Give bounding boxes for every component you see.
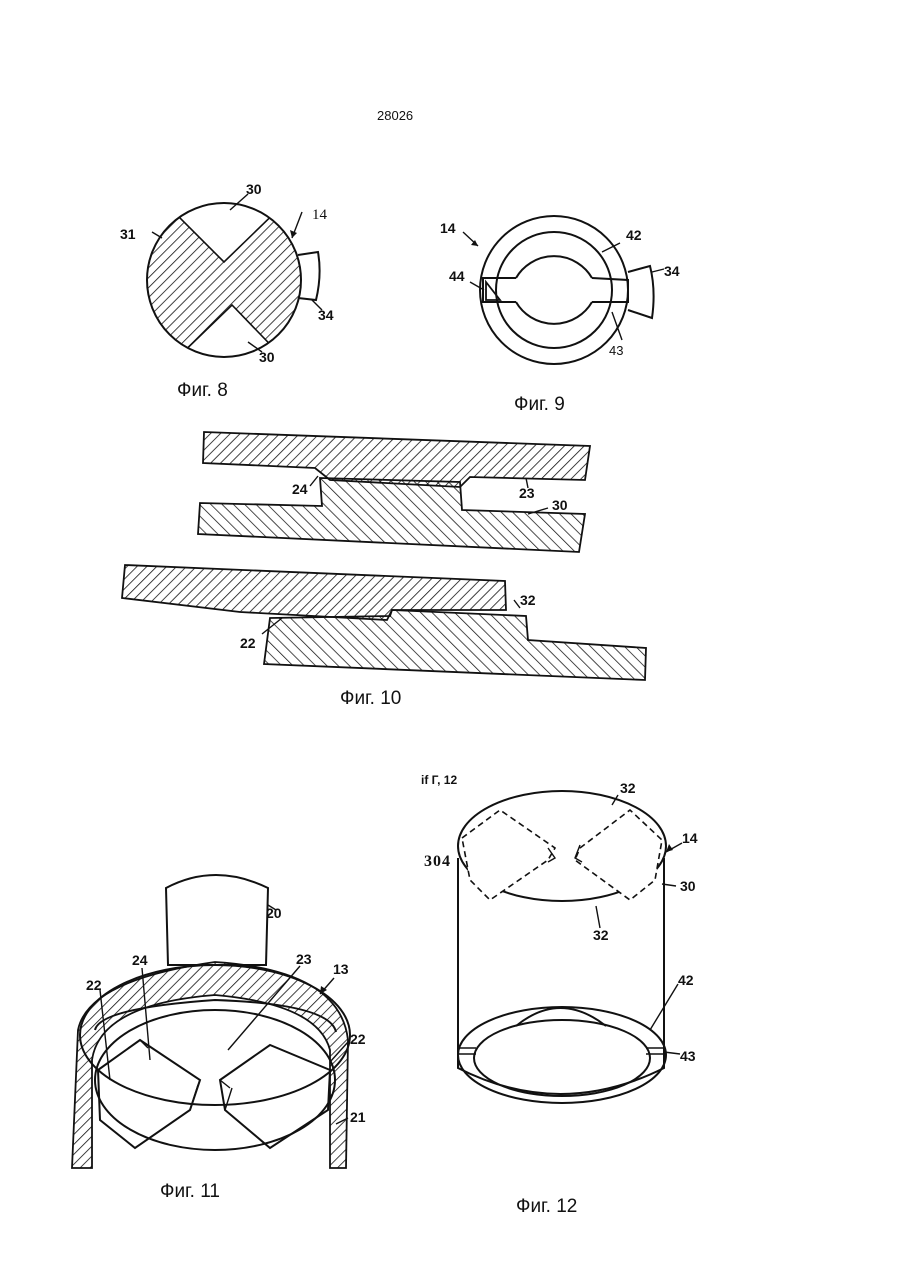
fig9-label-34: 34 <box>664 263 680 279</box>
fig11-label-20: 20 <box>266 905 282 921</box>
fig11-label-23: 23 <box>296 951 312 967</box>
fig11-insert-right <box>220 1045 330 1148</box>
caption-fig9: Фиг. 9 <box>514 394 565 416</box>
fig12-label-43: 43 <box>680 1048 696 1064</box>
fig12-bottom-ring-42 <box>458 1007 666 1103</box>
fig9-middle-ring <box>496 232 612 348</box>
fig8-label-30-bottom: 30 <box>259 349 275 365</box>
fig12-stray-label: if Г, 12 <box>421 773 457 787</box>
fig9-label-42: 42 <box>626 227 642 243</box>
caption-fig12: Фиг. 12 <box>516 1196 577 1218</box>
fig11-label-22-left: 22 <box>86 977 102 993</box>
fig12-label-32-top: 32 <box>620 780 636 796</box>
fig11-housing-21 <box>72 962 348 1168</box>
fig10-label-32: 32 <box>520 592 536 608</box>
fig11-label-13: 13 <box>333 961 349 977</box>
fig9-label-44: 44 <box>449 268 465 284</box>
fig12-top-insert-left <box>462 810 555 900</box>
figure-10: 24 23 30 32 22 <box>122 432 646 680</box>
figure-9: 14 42 44 34 43 <box>440 216 680 364</box>
figure-11: 20 24 23 13 22 22 21 <box>72 875 366 1168</box>
fig9-label-14: 14 <box>440 220 456 236</box>
fig10-label-30: 30 <box>552 497 568 513</box>
fig11-label-21: 21 <box>350 1109 366 1125</box>
caption-fig11: Фиг. 11 <box>160 1181 220 1203</box>
fig10-upper-top-plate <box>203 432 590 487</box>
fig12-label-14: 14 <box>682 830 698 846</box>
fig12-label-304: 304 <box>424 853 451 870</box>
fig10-label-24: 24 <box>292 481 308 497</box>
fig11-label-24: 24 <box>132 952 148 968</box>
fig8-label-30-top: 30 <box>246 181 262 197</box>
fig8-label-31: 31 <box>120 226 136 242</box>
fig12-label-32-bottom: 32 <box>593 927 609 943</box>
caption-fig8: Фиг. 8 <box>177 380 228 402</box>
fig9-label-43: 43 <box>609 343 623 358</box>
fig9-marker-44 <box>486 282 500 300</box>
figure-12: if Г, 12 32 14 304 30 32 42 43 <box>421 773 698 1103</box>
figure-8: 30 14 31 34 30 <box>120 181 334 365</box>
fig12-label-30: 30 <box>680 878 696 894</box>
fig10-label-23: 23 <box>519 485 535 501</box>
fig11-shaft-20 <box>166 875 268 965</box>
fig8-label-34: 34 <box>318 307 334 323</box>
fig9-tab-34 <box>628 266 654 318</box>
caption-fig10: Фиг. 10 <box>340 688 401 710</box>
fig9-bore <box>516 256 592 324</box>
fig8-label-14: 14 <box>312 207 328 223</box>
fig11-label-22-right: 22 <box>350 1031 366 1047</box>
fig12-label-42: 42 <box>678 972 694 988</box>
fig10-lower-bottom-plate <box>264 610 646 680</box>
fig9-outer-ring <box>480 216 628 364</box>
fig12-top-insert-right <box>575 810 662 900</box>
fig10-label-22: 22 <box>240 635 256 651</box>
fig8-disc <box>140 195 310 365</box>
